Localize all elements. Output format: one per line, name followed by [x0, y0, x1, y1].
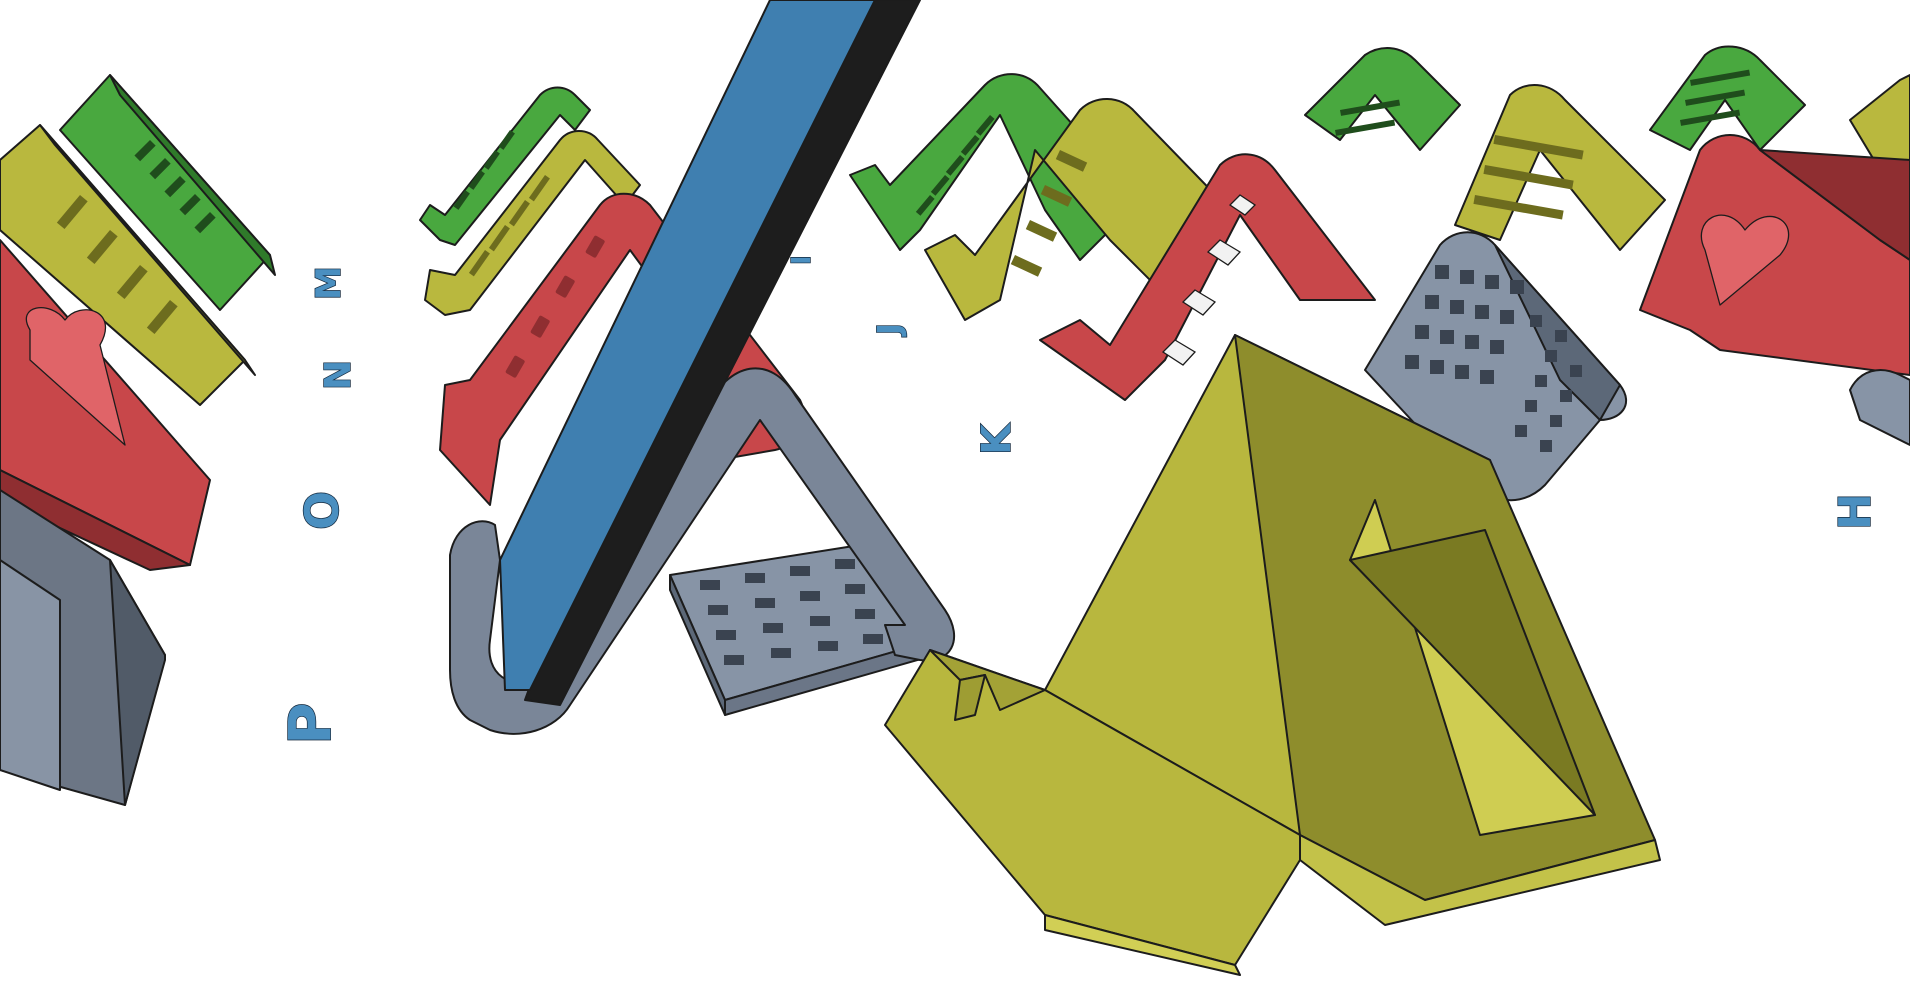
letter-j: J: [870, 323, 908, 337]
stand-green-back-2-slats: [1335, 99, 1401, 136]
stand-olive-back-2: [1454, 83, 1666, 251]
stand-red-center-holes: [505, 235, 605, 378]
stand-yellow-large: [884, 334, 1661, 976]
letter-m: M: [309, 266, 349, 300]
stand-green-back: [849, 73, 1141, 261]
stand-slate-left: [0, 489, 166, 806]
heart-cutout-right: [1700, 214, 1790, 306]
stand-green-center-slots: [453, 129, 515, 210]
letter-n: N: [318, 360, 359, 390]
stand-olive-left-slots: [56, 195, 178, 335]
stand-olive-back-2-slats: [1473, 135, 1584, 220]
stand-slate-right-edge: [1849, 369, 1910, 446]
stand-slate-grid-holes: [1405, 265, 1582, 452]
stand-red-back: [1039, 153, 1376, 401]
stand-red-left: [0, 239, 211, 571]
stand-red-back-diamonds: [1161, 194, 1257, 366]
stand-olive-center-slots: [468, 175, 550, 277]
stand-green-left-slots: [134, 140, 216, 234]
letter-p: P: [276, 702, 344, 745]
floor-letters: M N O P I J K H: [275, 255, 1881, 746]
stand-olive-center: [424, 130, 641, 316]
stand-green-center: [419, 86, 591, 246]
letter-k: K: [974, 422, 1020, 455]
heart-cutout: [25, 307, 126, 446]
stand-green-back-3: [1649, 45, 1806, 151]
phone: [499, 0, 921, 706]
stand-olive-back-slats: [1010, 150, 1088, 277]
slate-grid-pad: [669, 544, 936, 716]
stand-olive-back: [924, 98, 1231, 321]
slate-grid-pad-holes: [700, 559, 883, 665]
stand-green-back-3-slats: [1680, 69, 1751, 126]
stand-green-back-2: [1304, 47, 1461, 151]
letter-o: O: [295, 491, 349, 530]
letter-i: I: [787, 255, 817, 265]
letter-h: H: [1830, 493, 1881, 530]
stand-green-back-slats: [915, 115, 995, 216]
stand-green-left: [59, 74, 276, 311]
stand-olive-left: [0, 124, 256, 406]
stand-red-right: [1639, 134, 1910, 376]
